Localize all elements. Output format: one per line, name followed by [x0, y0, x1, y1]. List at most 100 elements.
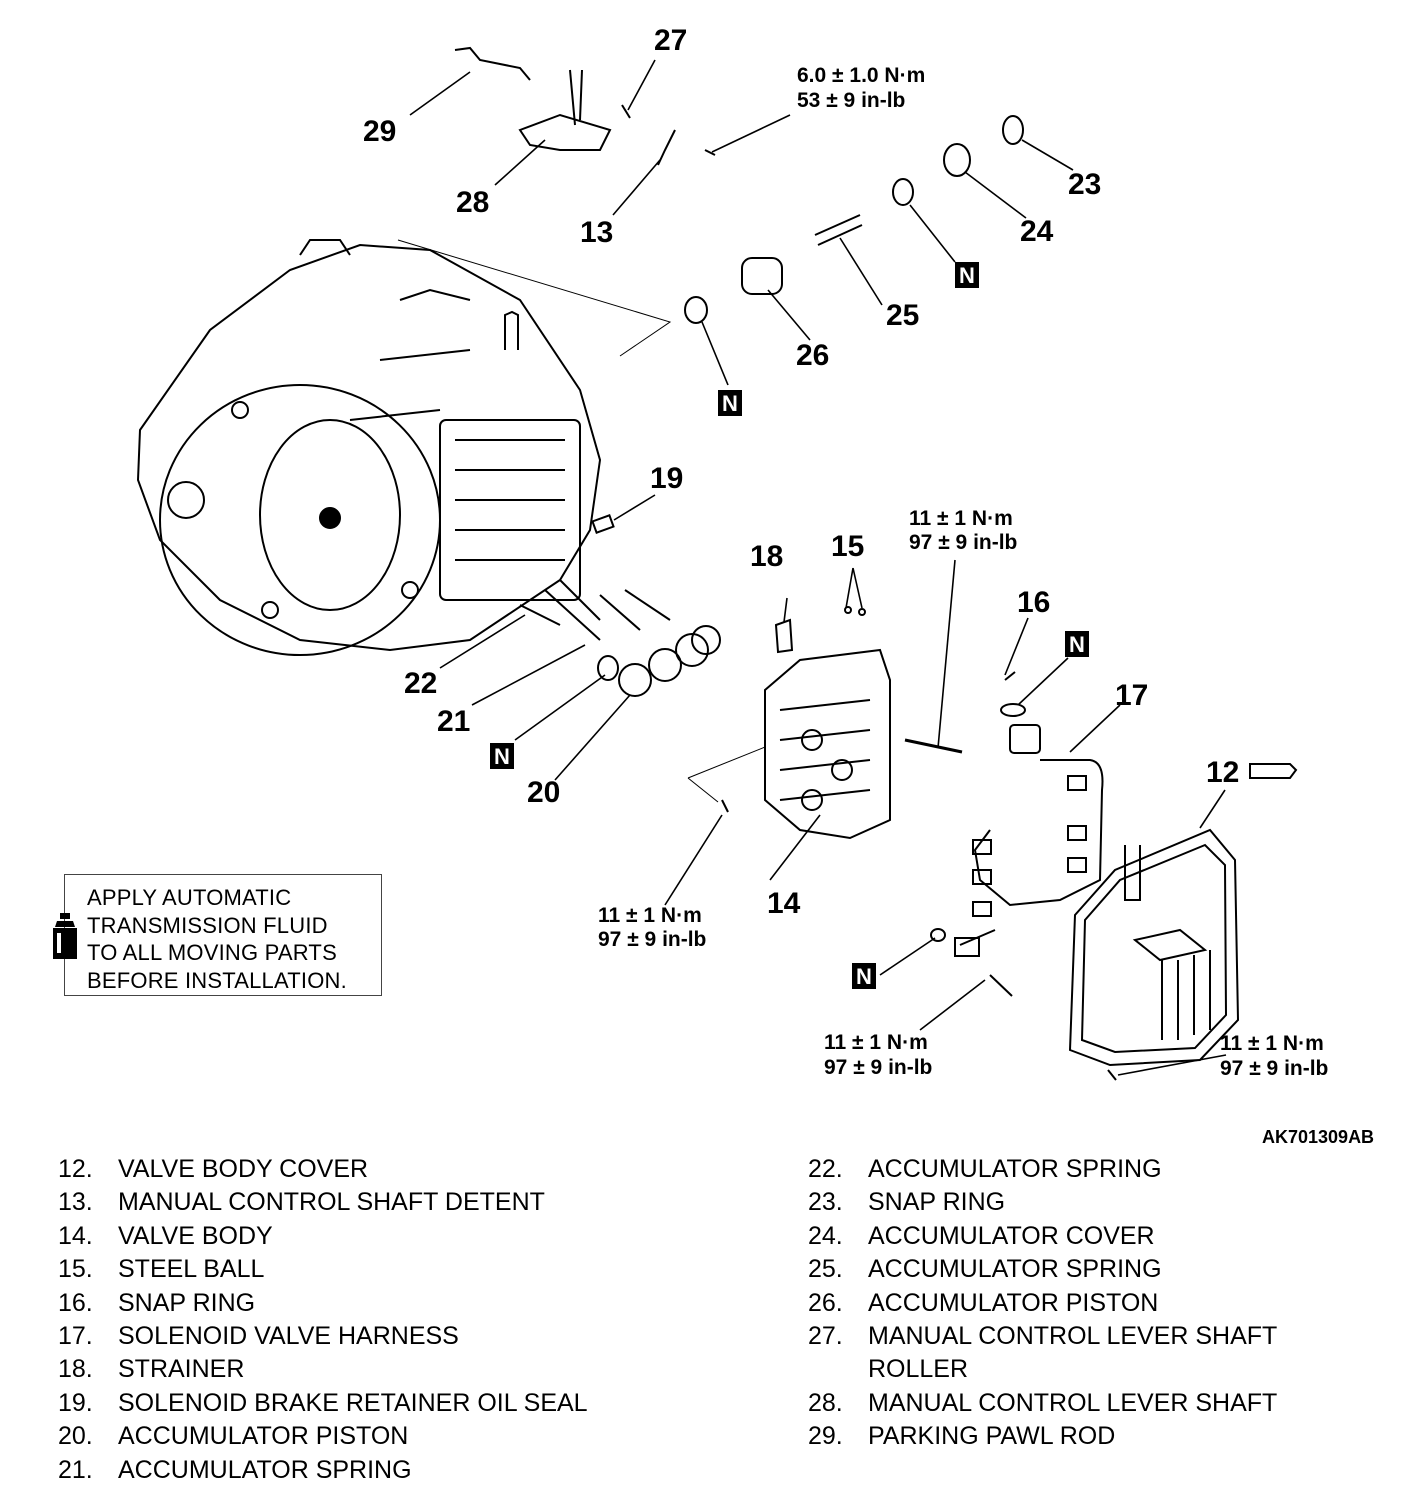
parts-list-item: 20. ACCUMULATOR PISTON: [58, 1420, 738, 1453]
parts-list-item: 25. ACCUMULATOR SPRING: [808, 1253, 1368, 1286]
harness-part: [930, 671, 1104, 997]
callout-21: 21: [437, 705, 470, 738]
parts-list-item: 28.MANUAL CONTROL LEVER SHAFT: [808, 1387, 1368, 1420]
callout-labels: 27 29 28 13 23 24 25 26 19 18 15 16 17 1…: [363, 24, 1239, 920]
svg-text:97 ± 9 in-lb: 97 ± 9 in-lb: [824, 1056, 932, 1079]
svg-text:N: N: [856, 964, 872, 989]
part-name: VALVE BODY COVER: [118, 1155, 369, 1183]
part-number: 29.: [808, 1422, 843, 1451]
part-name: SOLENOID VALVE HARNESS: [118, 1322, 459, 1351]
part-number: 19.: [58, 1388, 93, 1417]
part-name: ACCUMULATOR SPRING: [868, 1155, 1162, 1183]
transmission-case: [136, 239, 602, 656]
svg-text:N: N: [959, 263, 975, 288]
callout-24: 24: [1020, 215, 1054, 248]
n-mark: N: [1065, 631, 1089, 657]
n-mark: N: [490, 743, 514, 769]
oil-pan-part: [1068, 828, 1240, 1081]
svg-text:11 ± 1 N·m: 11 ± 1 N·m: [1220, 1032, 1324, 1055]
svg-text:97 ± 9 in-lb: 97 ± 9 in-lb: [598, 928, 706, 951]
n-marks: N N N N N: [490, 262, 1089, 989]
svg-text:N: N: [1069, 632, 1085, 657]
bolt-part: [704, 149, 716, 156]
svg-text:53 ± 9 in-lb: 53 ± 9 in-lb: [797, 89, 905, 112]
part-name: MANUAL CONTROL LEVER SHAFT: [868, 1388, 1278, 1417]
parts-list-item: 17.SOLENOID VALVE HARNESS: [58, 1320, 738, 1353]
part-number: 13.: [58, 1188, 93, 1217]
parts-list-item: 13. MANUAL CONTROL SHAFT DETENT: [58, 1186, 738, 1219]
o-ring-part-2: [684, 296, 708, 324]
torque-top: 6.0 ± 1.0 N·m 53 ± 9 in-lb: [797, 64, 925, 112]
part-name: MANUAL CONTROL LEVER SHAFT ROLLER: [868, 1322, 1277, 1384]
part-name: SNAP RING: [868, 1188, 1006, 1217]
lever-shaft-part: [569, 69, 583, 126]
n-mark: N: [718, 390, 742, 416]
callout-23: 23: [1068, 168, 1101, 201]
detent-part: [657, 129, 676, 166]
callout-12: 12: [1206, 756, 1239, 789]
figure-code: AK701309AB: [1262, 1127, 1375, 1147]
callout-27: 27: [654, 24, 687, 57]
spring-25-part: [814, 214, 863, 246]
part-number: 24.: [808, 1221, 843, 1250]
svg-text:97 ± 9 in-lb: 97 ± 9 in-lb: [909, 531, 1017, 554]
accumulator-group: [519, 579, 721, 697]
torque-lower-right: 11 ± 1 N·m 97 ± 9 in-lb: [1220, 1032, 1328, 1080]
lever-plate-part: [518, 113, 612, 151]
part-name: SNAP RING: [118, 1288, 256, 1317]
parts-list-item: 29.PARKING PAWL ROD: [808, 1420, 1368, 1453]
torque-specs: 6.0 ± 1.0 N·m 53 ± 9 in-lb 11 ± 1 N·m 97…: [598, 64, 1328, 1080]
svg-text:N: N: [494, 744, 510, 769]
parts-list-item: 19. SOLENOID BRAKE RETAINER OIL SEAL: [58, 1387, 738, 1420]
oil-bottle-icon: [53, 913, 77, 959]
part-number: 27.: [808, 1322, 843, 1351]
part-number: 18.: [58, 1355, 93, 1384]
torque-lower-left: 11 ± 1 N·m 97 ± 9 in-lb: [598, 904, 706, 951]
part-number: 25.: [808, 1255, 843, 1284]
parking-pawl-rod-part: [454, 46, 531, 81]
part-name: ACCUMULATOR SPRING: [868, 1255, 1162, 1284]
n-mark: N: [955, 262, 979, 288]
parts-list-item: 16. SNAP RING: [58, 1287, 738, 1320]
o-ring-part: [892, 178, 914, 206]
part-name: ACCUMULATOR PISTON: [118, 1422, 409, 1451]
exploded-view-diagram: 27 29 28 13 23 24 25 26 19 18 15 16 17 1…: [136, 24, 1328, 1081]
parts-list-item: 18.STRAINER: [58, 1353, 738, 1386]
callout-28: 28: [456, 186, 489, 219]
leader-lines: [409, 59, 1227, 1076]
callout-18: 18: [750, 540, 783, 573]
fluid-note-text: APPLY AUTOMATIC TRANSMISSION FLUID TO AL…: [87, 885, 347, 993]
n-mark: N: [852, 963, 876, 989]
part-name: ACCUMULATOR SPRING: [118, 1455, 412, 1484]
part-name: SOLENOID BRAKE RETAINER OIL SEAL: [118, 1388, 588, 1417]
parts-list-item: 15.STEEL BALL: [58, 1253, 738, 1286]
part-number: 14.: [58, 1221, 93, 1250]
part-number: 21.: [58, 1455, 93, 1484]
callout-29: 29: [363, 115, 396, 148]
callout-16: 16: [1017, 586, 1050, 619]
parts-list-item: 26. ACCUMULATOR PISTON: [808, 1287, 1368, 1320]
parts-list-item: 23.SNAP RING: [808, 1186, 1368, 1219]
callout-15: 15: [831, 530, 864, 563]
torque-lower-mid: 11 ± 1 N·m 97 ± 9 in-lb: [824, 1031, 932, 1079]
roller-part: [621, 104, 631, 119]
fluid-note-box: APPLY AUTOMATIC TRANSMISSION FLUID TO AL…: [53, 874, 382, 996]
part-number: 20.: [58, 1422, 93, 1451]
svg-text:11 ± 1 N·m: 11 ± 1 N·m: [598, 904, 702, 927]
parts-list-item: 12.VALVE BODY COVER: [58, 1153, 738, 1186]
callout-26: 26: [796, 339, 829, 372]
part-number: 26.: [808, 1288, 843, 1317]
parts-list-item: 27. MANUAL CONTROL LEVER SHAFT ROLLER: [808, 1320, 1368, 1387]
top-parts: [454, 46, 1298, 779]
parts-list-item: 22.ACCUMULATOR SPRING: [808, 1153, 1368, 1186]
part-name: ACCUMULATOR PISTON: [868, 1288, 1159, 1317]
part-name: MANUAL CONTROL SHAFT DETENT: [118, 1188, 545, 1217]
parts-list-item: 14.VALVE BODY: [58, 1220, 738, 1253]
part-number: 16.: [58, 1288, 93, 1317]
callout-22: 22: [404, 667, 437, 700]
part-number: 15.: [58, 1255, 93, 1284]
callout-14: 14: [767, 887, 801, 920]
callout-19: 19: [650, 462, 683, 495]
